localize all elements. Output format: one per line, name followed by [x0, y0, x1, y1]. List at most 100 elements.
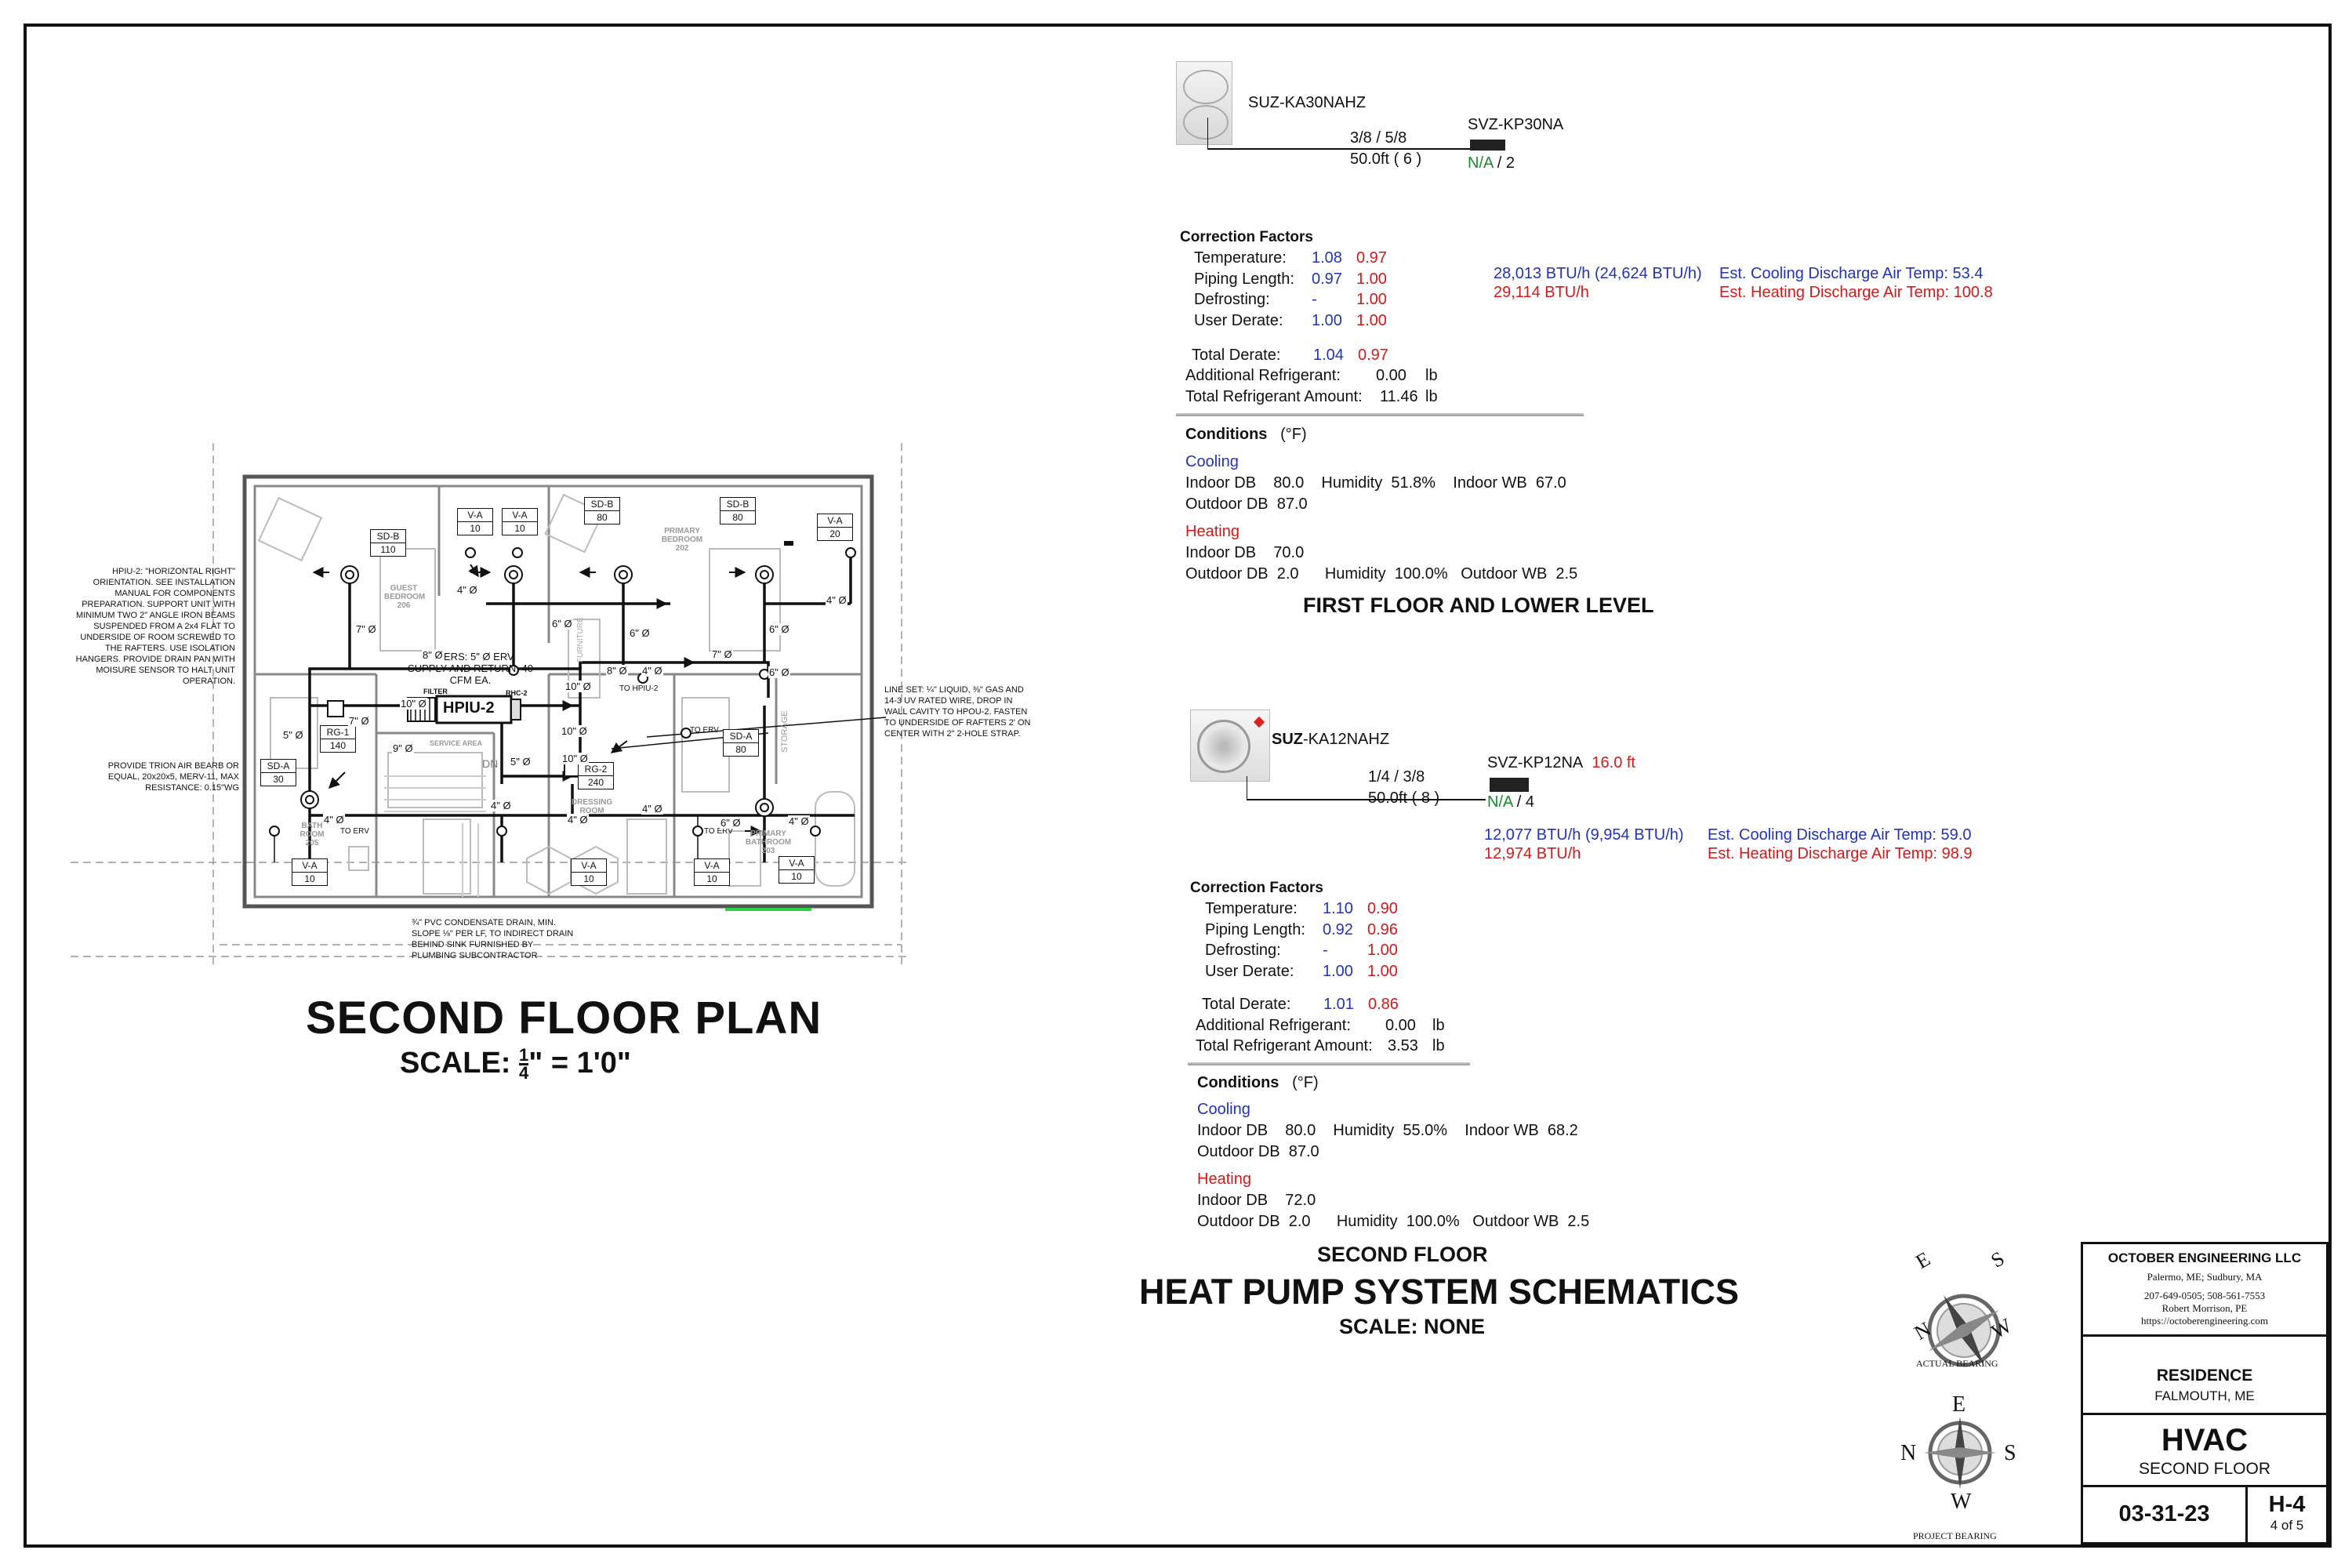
conditions-unit: (°F): [1280, 426, 1307, 443]
conditions-unit: (°F): [1292, 1074, 1319, 1091]
cf-cool: 0.92: [1323, 920, 1353, 938]
diffuser-cfm: 20: [829, 528, 840, 539]
actual-bearing-icon: [1927, 1294, 2001, 1367]
project-cell: RESIDENCE FALMOUTH, ME: [2083, 1337, 2326, 1415]
duct-size-label: 4" Ø: [456, 584, 478, 596]
duct-size-label: 10" Ø: [561, 725, 588, 737]
system1-add-ref-unit: lb: [1425, 367, 1438, 384]
system2-cool-line2: Outdoor DB 87.0: [1197, 1143, 1319, 1160]
scale-suffix: " = 1'0": [528, 1047, 631, 1080]
diffuser-type: SD-B: [585, 498, 619, 511]
to-erv-label: TO ERV: [340, 827, 369, 836]
project-bearing-w: W: [1951, 1490, 1972, 1514]
outdoor-unit-icon: [1176, 61, 1232, 145]
system2-outdoor-model: SUZ-KA12NAHZ: [1272, 731, 1389, 749]
cf-heat: 0.96: [1367, 920, 1398, 938]
project-name: RESIDENCE: [2156, 1367, 2253, 1385]
project-bearing-label: PROJECT BEARING: [1913, 1530, 1997, 1541]
cf-heat: 1.00: [1356, 291, 1387, 308]
schematic-scale: SCALE: NONE: [1339, 1315, 1486, 1338]
hpiu-label: HPIU-2: [443, 699, 495, 717]
na-value: N/A: [1487, 793, 1513, 811]
cf-cool: 1.10: [1323, 900, 1353, 917]
filter-label: FILTER: [423, 688, 448, 695]
system1-caption: FIRST FLOOR AND LOWER LEVEL: [1303, 593, 1654, 617]
system2-total-ref: 3.53: [1388, 1037, 1418, 1054]
condensate-drain-note: ¾" PVC CONDENSATE DRAIN, MIN. SLOPE ⅛" P…: [412, 917, 576, 961]
duct-size-label: 6" Ø: [768, 623, 790, 635]
cf-label: Defrosting:: [1205, 942, 1281, 959]
duct-size-label: 6" Ø: [551, 618, 573, 630]
system1-total-derate-label: Total Derate:: [1192, 347, 1281, 364]
project-bearing-e: E: [1952, 1392, 1966, 1417]
duct-size-label: 4" Ø: [490, 800, 512, 811]
diffuser-cfm: 80: [597, 512, 608, 523]
room-label-storage: STORAGE: [780, 710, 789, 753]
system2-total-derate-cool: 1.01: [1323, 996, 1354, 1013]
diffuser-cfm: 110: [380, 544, 396, 555]
system2-pipe-length: 50.0ft ( 8 ): [1368, 789, 1440, 807]
system2-cool-discharge: Est. Cooling Discharge Air Temp: 59.0: [1708, 826, 1972, 844]
system2-indoor-model: SVZ-KP12NA 16.0 ft: [1487, 754, 1635, 772]
outdoor-model-prefix: SUZ: [1272, 731, 1303, 748]
room-label-dressing: DRESSING ROOM: [571, 798, 613, 815]
sheet-count: 4 of 5: [2270, 1518, 2304, 1533]
cf-cool: 1.00: [1323, 962, 1353, 980]
diffuser-cfm: 10: [514, 523, 525, 534]
cf-heat: 1.00: [1356, 311, 1387, 329]
lineset-note: LINE SET: ¼" LIQUID, ⅜" GAS AND 14-3 UV …: [884, 684, 1037, 739]
company-cell: OCTOBER ENGINEERING LLC Palermo, ME; Sud…: [2083, 1244, 2326, 1337]
system1-total-ref-unit: lb: [1425, 388, 1438, 405]
scale-denominator: 4: [519, 1063, 529, 1083]
cf-cool: -: [1323, 942, 1328, 959]
system2-heat-line1: Indoor DB 72.0: [1197, 1192, 1316, 1209]
system2-heat-capacity: 12,974 BTU/h: [1484, 845, 1581, 862]
system1-indoor-model: SVZ-KP30NA: [1468, 116, 1564, 133]
system2-cool-capacity: 12,077 BTU/h (9,954 BTU/h): [1484, 826, 1684, 844]
system1-conditions-title: Conditions (°F): [1185, 426, 1307, 444]
cf-heat: 1.00: [1367, 942, 1398, 959]
actual-bearing-label: ACTUAL BEARING: [1916, 1358, 1998, 1369]
diffuser-cfm: 10: [583, 873, 594, 884]
cf-label: Temperature:: [1194, 249, 1287, 267]
sheet-number-cell: H-4 4 of 5: [2248, 1487, 2326, 1542]
diffuser-cfm: 10: [304, 873, 315, 884]
company-locations: Palermo, ME; Sudbury, MA: [2147, 1271, 2263, 1283]
duct-size-label: 6" Ø: [720, 817, 742, 829]
system1-total-derate-cool: 1.04: [1313, 347, 1344, 364]
engineer-name: Robert Morrison, PE: [2161, 1302, 2248, 1314]
diffuser-cfm: 80: [732, 512, 743, 523]
system2-na: N/A / 4: [1487, 793, 1534, 811]
cf-heat: 0.90: [1367, 900, 1398, 917]
system1-cooling-label: Cooling: [1185, 453, 1239, 470]
system2-total-ref-label: Total Refrigerant Amount:: [1196, 1037, 1373, 1054]
cf-label: Defrosting:: [1194, 291, 1270, 308]
system1-heat-capacity: 29,114 BTU/h: [1494, 284, 1589, 301]
system1-heating-label: Heating: [1185, 523, 1240, 540]
sheet-name: SECOND FLOOR: [2138, 1460, 2271, 1478]
system2-heat-line2: Outdoor DB 2.0 Humidity 100.0% Outdoor W…: [1197, 1213, 1590, 1230]
outdoor-model-suffix: -KA12NAHZ: [1303, 731, 1390, 748]
duct-size-label: 7" Ø: [355, 623, 377, 635]
system2-heating-label: Heating: [1197, 1171, 1251, 1188]
system1-piping-line: [1207, 118, 1474, 150]
note-text: ¾" PVC CONDENSATE DRAIN, MIN. SLOPE ⅛" P…: [412, 918, 574, 960]
diffuser-type: V-A: [818, 514, 852, 528]
plan-title: SECOND FLOOR PLAN: [306, 993, 822, 1044]
to-erv-label: TO ERV: [690, 726, 719, 735]
company-phones: 207-649-0505; 508-561-7553: [2143, 1290, 2266, 1301]
note-text: LINE SET: ¼" LIQUID, ⅜" GAS AND 14-3 UV …: [884, 685, 1031, 739]
system1-total-ref-label: Total Refrigerant Amount:: [1185, 388, 1363, 405]
system2-heat-discharge: Est. Heating Discharge Air Temp: 98.9: [1708, 845, 1973, 862]
duct-size-label: 10" Ø: [561, 753, 589, 764]
system1-pipe-length: 50.0ft ( 6 ): [1350, 151, 1422, 168]
